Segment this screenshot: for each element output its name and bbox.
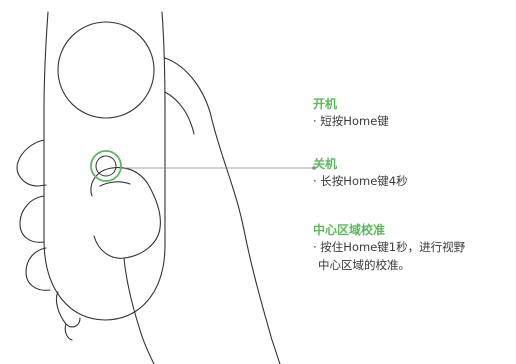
recenter-desc-line2: 中心区域的校准。 — [318, 258, 410, 272]
power-on-section: 开机 · 短按Home键 — [313, 96, 389, 130]
power-off-title: 关机 — [313, 157, 338, 171]
power-off-desc: · 长按Home键4秒 — [313, 174, 408, 188]
finger-upper — [16, 139, 47, 187]
finger-middle — [19, 195, 45, 243]
home-button-icon — [90, 150, 122, 182]
power-off-section: 关机 · 长按Home键4秒 — [313, 156, 408, 190]
callout-dot — [312, 166, 316, 170]
finger-lower — [25, 247, 51, 291]
thumb — [90, 167, 161, 259]
recenter-title: 中心区域校准 — [313, 223, 386, 237]
touchpad-icon — [57, 21, 155, 119]
controller-body — [43, 11, 166, 321]
hand-back — [164, 57, 281, 364]
power-on-title: 开机 — [313, 97, 338, 111]
recenter-section: 中心区域校准 · 按住Home键1秒，进行视野 中心区域的校准。 — [313, 222, 465, 274]
recenter-desc-line1: · 按住Home键1秒，进行视野 — [313, 240, 466, 254]
power-on-desc: · 短按Home键 — [313, 114, 389, 128]
